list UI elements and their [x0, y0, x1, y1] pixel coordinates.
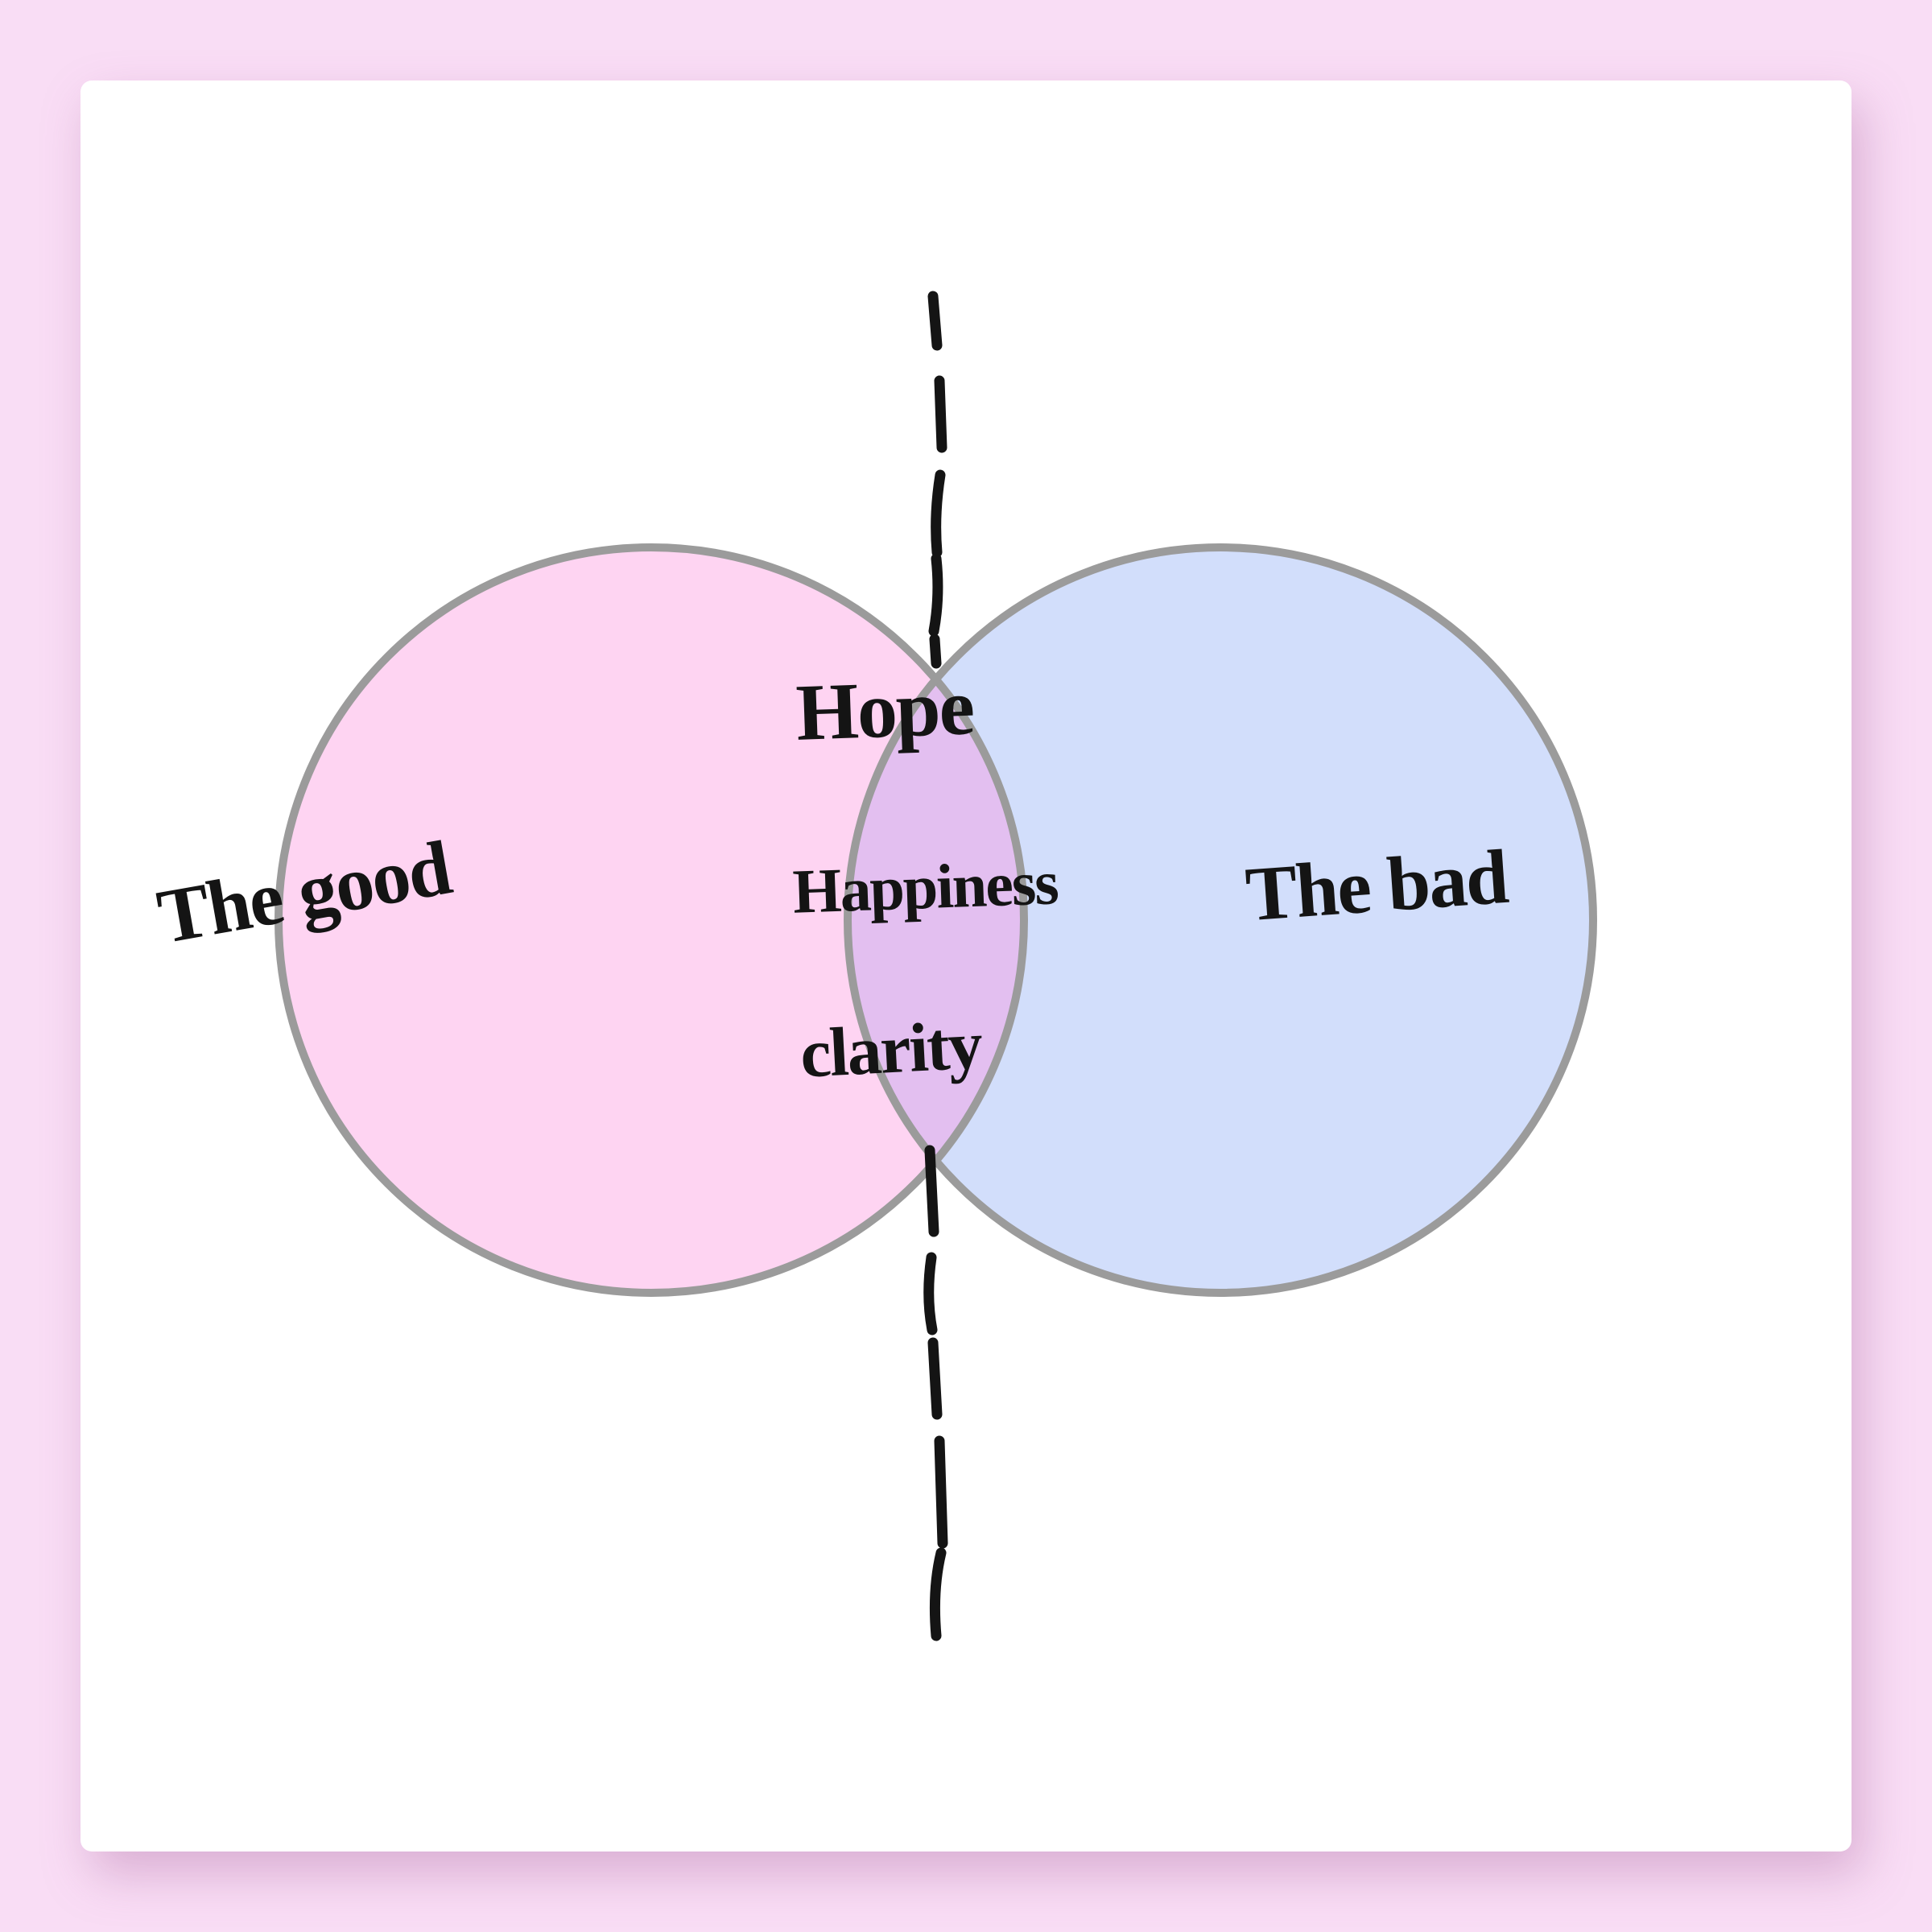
label-clarity: clarity	[799, 1005, 985, 1092]
overlap-lens	[848, 679, 1024, 1161]
left-circle-outline	[275, 543, 1028, 1297]
right-circle-outline	[844, 543, 1597, 1297]
right-circle-bad	[848, 547, 1593, 1293]
left-circle-good	[279, 547, 1024, 1293]
label-the-bad: The bad	[1243, 833, 1511, 938]
dashed-divider-line	[923, 291, 948, 1641]
label-hope: Hope	[795, 662, 975, 758]
label-happiness: Happiness	[791, 847, 1059, 926]
